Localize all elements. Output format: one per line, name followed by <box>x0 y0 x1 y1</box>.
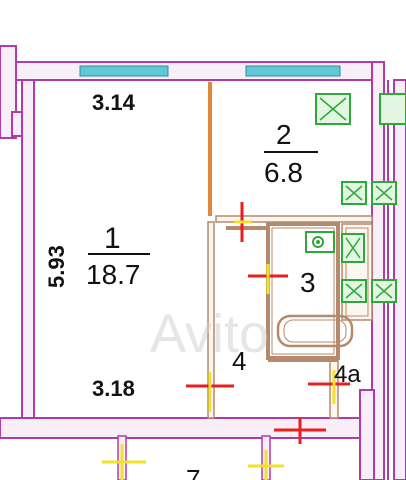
shaft-icon <box>371 279 397 303</box>
room-7-number: 7 <box>186 464 200 480</box>
shaft-icon <box>379 93 406 125</box>
room-1-area: 18.7 <box>86 259 141 290</box>
room-1-label: 1 18.7 <box>86 222 150 290</box>
room-2-area: 6.8 <box>264 157 303 188</box>
window-room1 <box>79 65 169 77</box>
shaft-icon <box>341 181 367 205</box>
shaft-icon <box>315 93 351 125</box>
room-4a-number: 4a <box>334 361 361 388</box>
room-3-number: 3 <box>300 267 316 298</box>
dimension-top-width: 3.14 <box>92 90 136 115</box>
room-2-label: 2 6.8 <box>264 119 318 188</box>
room-2-number: 2 <box>276 119 292 150</box>
door-markers <box>102 202 350 480</box>
vent-shafts <box>315 93 406 303</box>
sink <box>305 231 335 253</box>
windows <box>79 65 341 77</box>
room-1-number: 1 <box>104 222 121 255</box>
shaft-icon <box>341 279 367 303</box>
bathtub <box>276 314 354 348</box>
dimension-bottom-width: 3.18 <box>92 376 135 401</box>
room-4-number: 4 <box>232 346 246 376</box>
watermark-text: Avito <box>150 304 269 364</box>
window-room2 <box>245 65 341 77</box>
shaft-icon <box>341 233 365 263</box>
dimension-left-height: 5.93 <box>44 245 69 288</box>
shaft-icon <box>371 181 397 205</box>
outer-walls <box>0 45 406 480</box>
